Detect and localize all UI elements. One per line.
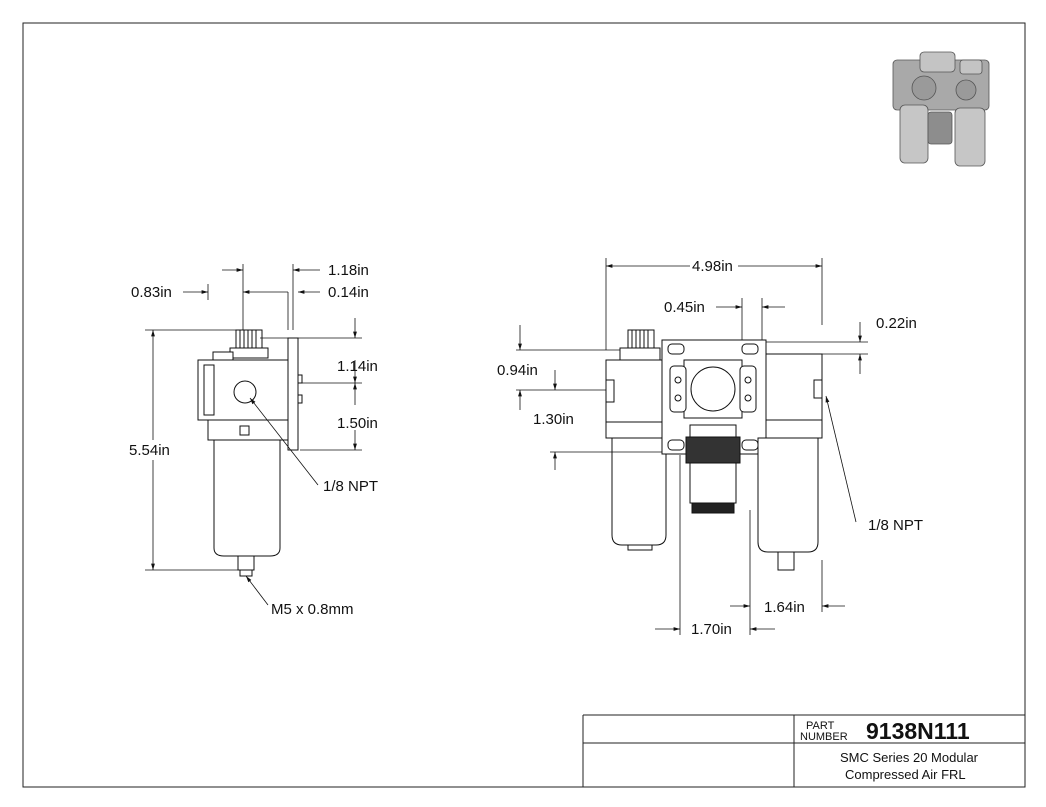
dim-164: 1.64in xyxy=(764,599,805,616)
part-number: 9138N111 xyxy=(866,718,970,744)
dim-150: 1.50in xyxy=(337,415,378,432)
dim-170: 1.70in xyxy=(691,621,732,638)
isometric-preview xyxy=(892,51,990,167)
dim-118-left: 1.18in xyxy=(328,262,369,279)
description-line1: SMC Series 20 Modular xyxy=(840,750,979,765)
front-view-body xyxy=(605,329,823,571)
dim-022: 0.22in xyxy=(876,315,917,332)
dim-130: 1.30in xyxy=(533,411,574,428)
side-view-body xyxy=(197,329,303,577)
dim-045: 0.45in xyxy=(664,299,705,316)
dim-083: 0.83in xyxy=(131,284,172,301)
dim-m5: M5 x 0.8mm xyxy=(271,601,354,618)
dim-498: 4.98in xyxy=(692,258,733,275)
title-block xyxy=(582,714,1025,787)
dim-014: 0.14in xyxy=(328,284,369,301)
part-label-line2: NUMBER xyxy=(800,731,848,743)
description-line2: Compressed Air FRL xyxy=(845,767,966,782)
side-view-dimensions xyxy=(145,264,362,606)
dim-114: 1.14in xyxy=(337,358,378,375)
dim-094: 0.94in xyxy=(497,362,538,379)
dim-npt-left: 1/8 NPT xyxy=(323,478,378,495)
part-label-line1: PART xyxy=(806,720,835,732)
sheet-border xyxy=(22,22,1026,788)
dim-npt-right: 1/8 NPT xyxy=(868,517,923,534)
dim-554: 5.54in xyxy=(129,442,170,459)
front-view-dimensions xyxy=(516,258,868,635)
